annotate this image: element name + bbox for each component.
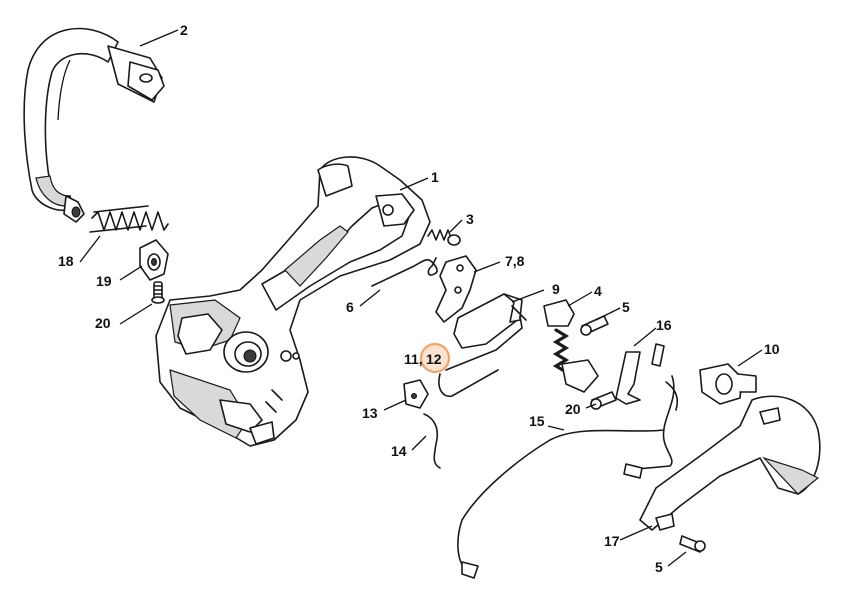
leader-lines xyxy=(79,29,763,567)
av-spring-4[interactable] xyxy=(543,299,599,393)
label-16[interactable]: 16 xyxy=(656,317,672,333)
label-5-lower[interactable]: 5 xyxy=(655,559,663,575)
label-13[interactable]: 13 xyxy=(362,405,378,421)
callout-labels: 2 1 3 7,8 9 4 5 16 10 18 19 20 6 11, 12 … xyxy=(58,22,780,575)
highlight-ring[interactable] xyxy=(419,342,451,374)
throttle-rod-12[interactable] xyxy=(438,315,523,398)
lever-13[interactable] xyxy=(403,379,429,409)
handle-molding-9[interactable] xyxy=(453,293,527,349)
label-7-8[interactable]: 7,8 xyxy=(505,253,525,269)
screw-5-lower[interactable] xyxy=(679,535,706,553)
label-2[interactable]: 2 xyxy=(180,22,188,38)
label-20-left[interactable]: 20 xyxy=(95,315,111,331)
buffer-mount[interactable] xyxy=(139,239,169,281)
torsion-spring-6[interactable] xyxy=(371,257,438,287)
label-19[interactable]: 19 xyxy=(96,273,112,289)
label-12[interactable]: 12 xyxy=(426,351,442,367)
stop-spring-3[interactable] xyxy=(427,229,461,246)
label-14[interactable]: 14 xyxy=(391,443,407,459)
highlight-fill xyxy=(421,344,449,372)
label-1[interactable]: 1 xyxy=(431,169,439,185)
annular-buffer-spring[interactable] xyxy=(89,205,169,233)
label-3[interactable]: 3 xyxy=(466,211,474,227)
throttle-trigger[interactable] xyxy=(435,255,477,323)
label-9[interactable]: 9 xyxy=(552,281,560,297)
label-4[interactable]: 4 xyxy=(594,283,602,299)
label-18[interactable]: 18 xyxy=(58,253,74,269)
label-10[interactable]: 10 xyxy=(764,341,780,357)
label-11[interactable]: 11, xyxy=(404,351,423,367)
label-5-upper[interactable]: 5 xyxy=(622,299,630,315)
label-15[interactable]: 15 xyxy=(529,413,545,429)
screw-left[interactable] xyxy=(151,281,165,304)
handle-cover-17[interactable] xyxy=(639,395,821,531)
contact-spring-16[interactable] xyxy=(615,343,665,405)
switch-10[interactable] xyxy=(699,363,757,405)
label-6[interactable]: 6 xyxy=(346,299,354,315)
screw-20-right[interactable] xyxy=(590,391,617,410)
label-17[interactable]: 17 xyxy=(604,533,620,549)
label-20-right[interactable]: 20 xyxy=(565,401,581,417)
rear-handle-housing[interactable] xyxy=(155,156,431,447)
front-handle-bar[interactable] xyxy=(23,27,165,223)
wire-harness-15[interactable] xyxy=(457,375,679,579)
wire-spring-14[interactable] xyxy=(423,413,441,469)
screw-5-upper[interactable] xyxy=(580,315,609,336)
